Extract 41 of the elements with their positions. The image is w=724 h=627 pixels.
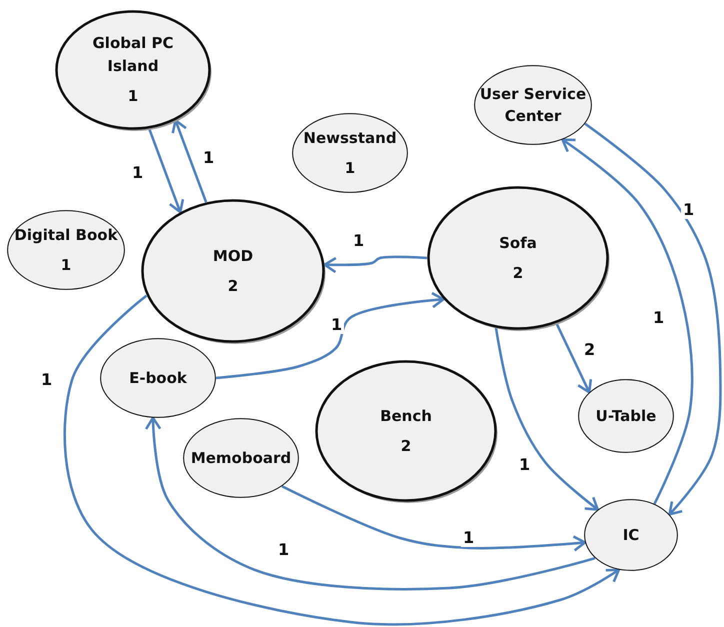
- ellipse-node: [100, 338, 216, 418]
- ellipse-node: [315, 360, 497, 502]
- node-label: IC: [622, 524, 640, 546]
- node-label: MOD: [212, 246, 254, 266]
- node-label: User Service Center: [478, 84, 588, 127]
- node-label: U-Table: [596, 406, 656, 427]
- node-label: Sofa: [499, 232, 537, 254]
- ellipse-node: [183, 418, 299, 498]
- arrow: [584, 122, 722, 516]
- node-label: E-book: [129, 368, 187, 389]
- node-count: 2: [400, 436, 412, 457]
- ellipse-node: [474, 65, 592, 145]
- ellipse-node: [55, 10, 211, 130]
- ellipse-node: [584, 499, 678, 571]
- edge-label: 1: [681, 201, 696, 219]
- node-label: Digital Book: [14, 224, 118, 246]
- arrow: [323, 256, 428, 274]
- arrow: [281, 485, 586, 552]
- arrow: [144, 416, 596, 590]
- node-label: Global PC Island: [92, 33, 174, 77]
- arrow: [561, 138, 694, 504]
- edge-label: 1: [461, 529, 476, 547]
- node-count: 1: [344, 158, 356, 179]
- arrow: [172, 119, 208, 203]
- arrow: [148, 128, 184, 214]
- node-label: Memoboard: [190, 448, 292, 469]
- ellipse-node: [141, 199, 325, 343]
- ellipse-node: [7, 210, 125, 290]
- arrow: [555, 322, 592, 394]
- arrow: [216, 292, 445, 380]
- ellipse-node: [578, 379, 674, 453]
- node-count: 2: [512, 263, 524, 284]
- node-count: 1: [60, 255, 72, 276]
- arrow: [494, 328, 600, 511]
- node-count: 2: [228, 276, 238, 297]
- ellipse-node: [427, 186, 609, 330]
- node-count: 1: [128, 86, 138, 108]
- node-label: Bench: [380, 406, 432, 426]
- arrow: [64, 294, 620, 626]
- ellipse-node: [292, 113, 408, 193]
- node-label: Newsstand: [303, 128, 397, 148]
